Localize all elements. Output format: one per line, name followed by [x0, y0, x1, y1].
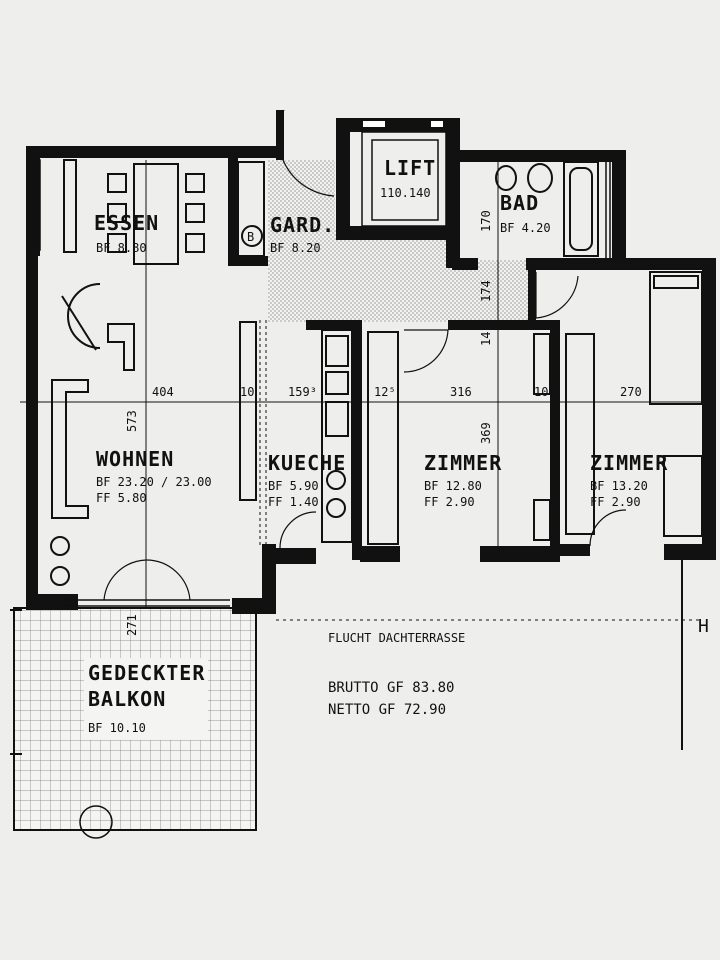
section-marker: H [698, 616, 709, 637]
dim-170: 170 [479, 210, 493, 232]
note-netto: NETTO GF 72.90 [328, 702, 446, 718]
label-kueche: KUECHE [268, 451, 346, 475]
dim-10-a: 10 [240, 385, 254, 399]
area-zimmer-1-ff: FF 2.90 [424, 495, 475, 509]
corridor-floor [268, 160, 530, 322]
note-brutto: BRUTTO GF 83.80 [328, 680, 454, 696]
area-kueche-ff: FF 1.40 [268, 495, 319, 509]
area-kueche-bf: BF 5.90 [268, 479, 319, 493]
dim-271: 271 [125, 614, 139, 636]
label-wohnen: WOHNEN [96, 447, 174, 471]
window-strips [35, 159, 611, 607]
dim-369: 369 [479, 422, 493, 444]
area-bad: BF 4.20 [500, 221, 551, 235]
dim-573: 573 [125, 410, 139, 432]
label-essen: ESSEN [94, 211, 159, 235]
dim-159: 159³ [288, 385, 317, 399]
label-zimmer-2: ZIMMER [590, 451, 668, 475]
exterior-walls [26, 110, 716, 614]
label-balkon-2: BALKON [88, 687, 166, 711]
dimension-lines [10, 160, 712, 755]
label-zimmer-1: ZIMMER [424, 451, 502, 475]
area-balkon: BF 10.10 [88, 721, 146, 735]
dim-14: 14 [479, 332, 493, 346]
label-lift: LIFT [384, 156, 436, 180]
area-zimmer-1-bf: BF 12.80 [424, 479, 482, 493]
balkon-label-bg [84, 658, 208, 740]
furniture [50, 109, 703, 839]
label-gard: GARD. [270, 213, 335, 237]
area-gard: BF 8.20 [270, 241, 321, 255]
label-balkon-1: GEDECKTER [88, 661, 205, 685]
area-zimmer-2-ff: FF 2.90 [590, 495, 641, 509]
area-wohnen-ff: FF 5.80 [96, 491, 147, 505]
dim-270: 270 [620, 385, 642, 399]
dim-12: 12⁵ [374, 385, 396, 399]
area-wohnen-bf: BF 23.20 / 23.00 [96, 475, 212, 489]
interior-walls [306, 262, 590, 560]
dim-316: 316 [450, 385, 472, 399]
dim-404: 404 [152, 385, 174, 399]
balcony-floor [13, 607, 257, 831]
dim-10-b: 10 [534, 385, 548, 399]
lift-size: 110.140 [380, 186, 431, 200]
label-bad: BAD [500, 191, 539, 215]
dim-174: 174 [479, 280, 493, 302]
boiler-symbol: B [247, 230, 254, 244]
note-flucht-dachterrasse: FLUCHT DACHTERRASSE [328, 631, 465, 645]
area-zimmer-2-bf: BF 13.20 [590, 479, 648, 493]
area-essen: BF 8.80 [96, 241, 147, 255]
